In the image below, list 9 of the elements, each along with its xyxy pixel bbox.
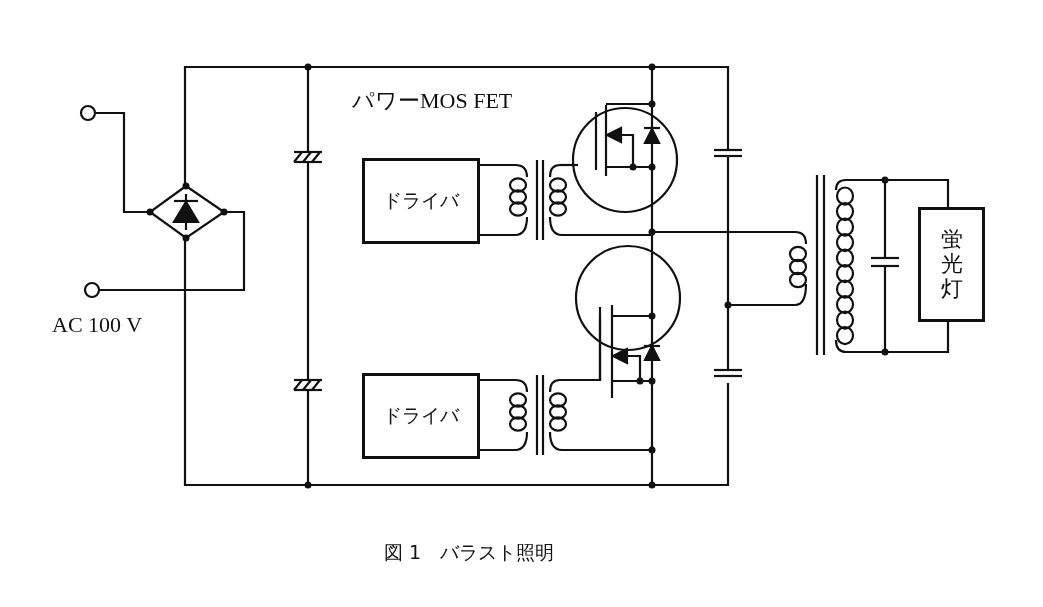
driver-label: ドライバ [383,404,459,428]
driver-box [362,158,480,244]
driver-label: ドライバ [383,189,459,213]
lamp-box [918,207,985,322]
driver-box [362,373,480,459]
component-label: パワーMOS FET [352,87,513,115]
voltage-label: AC 100 V [52,312,143,338]
lamp-label: 蛍光灯 [940,228,963,301]
figure-caption: 図 1 バラスト照明 [384,540,555,565]
